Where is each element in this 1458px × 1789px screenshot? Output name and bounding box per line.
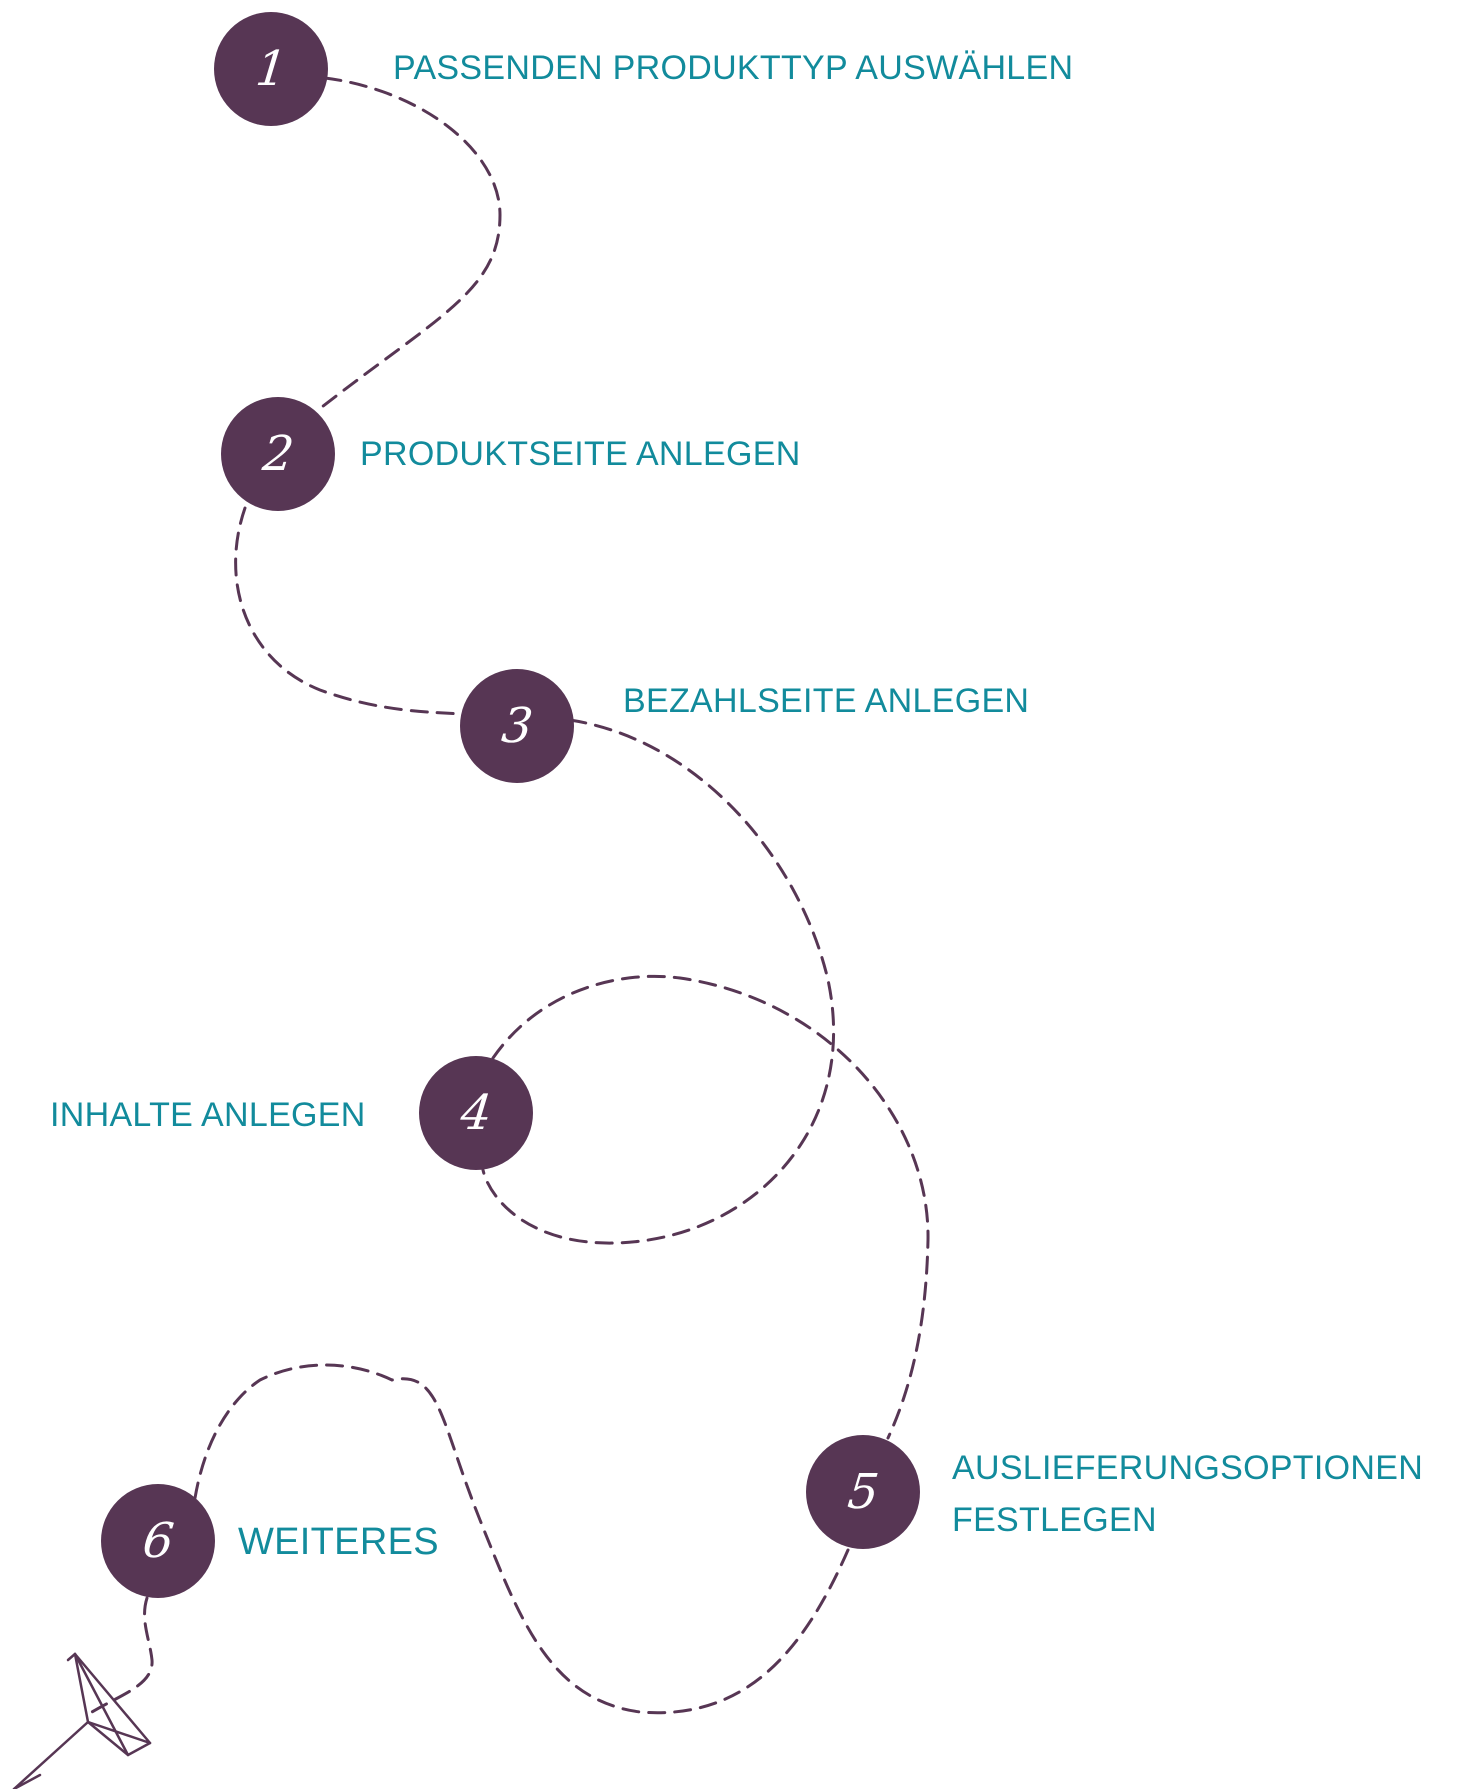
route-segment-4-5 [491, 974, 930, 1440]
step-4-circle: 4 [419, 1056, 533, 1170]
step-1-number: 1 [252, 41, 290, 97]
step-3-number: 3 [498, 698, 536, 754]
paper-plane-icon [12, 1652, 152, 1789]
step-5-number: 5 [844, 1464, 882, 1520]
route-segment-2-3 [234, 506, 464, 716]
step-1-label: PASSENDEN PRODUKTTYP AUSWÄHLEN [393, 49, 1074, 87]
step-4-number: 4 [457, 1085, 495, 1141]
route-segment-6-plane [90, 1596, 154, 1714]
step-6-label: WEITERES [238, 1521, 439, 1563]
step-2-number: 2 [259, 426, 297, 482]
route-segment-3-4 [481, 718, 835, 1245]
step-5-circle: 5 [806, 1435, 920, 1549]
route-segment-5-6 [193, 1363, 850, 1715]
step-2-circle: 2 [221, 397, 335, 511]
step-6-number: 6 [139, 1513, 177, 1569]
step-6-circle: 6 [101, 1484, 215, 1598]
step-3-circle: 3 [460, 669, 574, 783]
route-segment-1-2 [316, 76, 502, 412]
step-3-label: BEZAHLSEITE ANLEGEN [623, 682, 1030, 720]
step-5-label-line-1: AUSLIEFERUNGSOPTIONEN [952, 1449, 1424, 1487]
step-2-label: PRODUKTSEITE ANLEGEN [360, 435, 801, 473]
step-5-label-line-2: FESTLEGEN [952, 1501, 1157, 1539]
step-4-label: INHALTE ANLEGEN [50, 1096, 366, 1134]
step-1-circle: 1 [214, 12, 328, 126]
step-5-label: AUSLIEFERUNGSOPTIONEN FESTLEGEN [952, 1442, 1423, 1546]
